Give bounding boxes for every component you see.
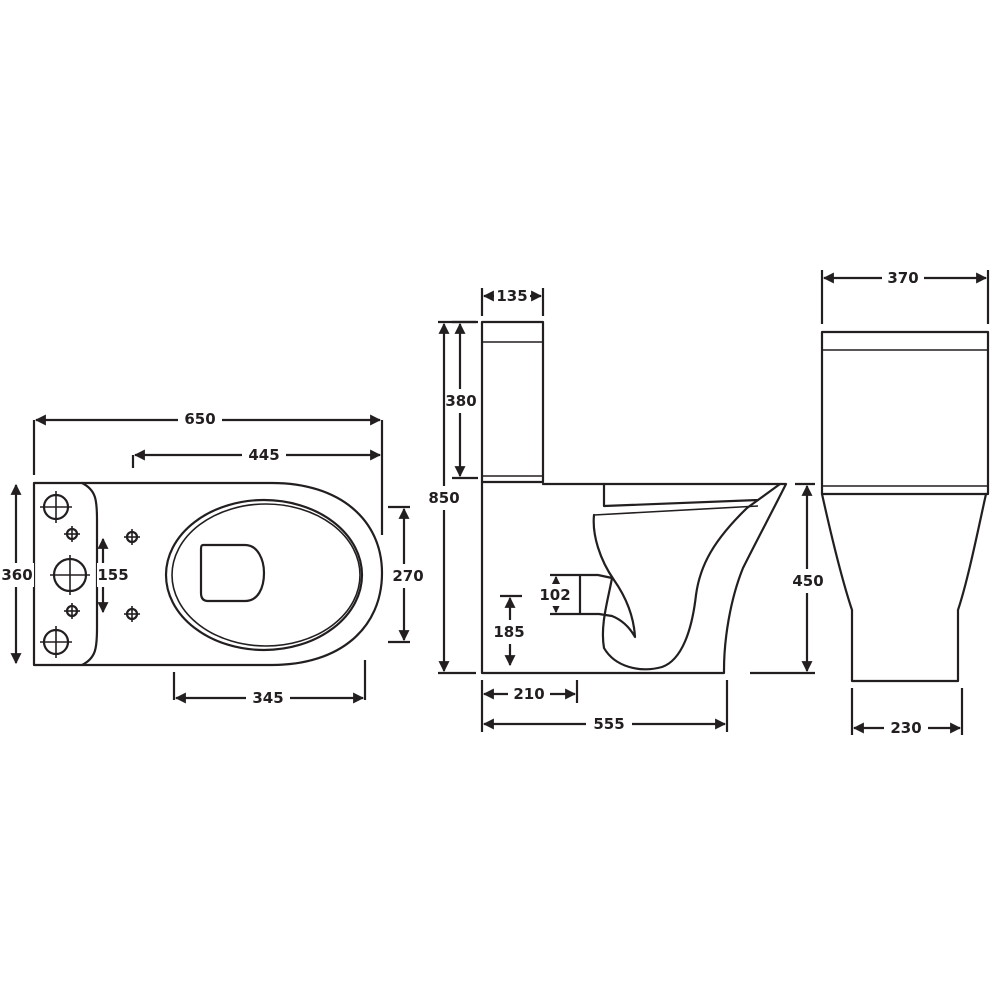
dim-outlet-to-floor: 185 [490,594,528,667]
svg-text:210: 210 [513,685,544,703]
dim-pan-length: 345 [172,660,367,710]
svg-text:155: 155 [97,566,128,584]
pan-side-outline [480,480,788,675]
dim-cistern-width: 370 [820,266,990,324]
dim-base-width: 230 [850,688,964,740]
svg-text:450: 450 [792,572,823,590]
dim-projection: 555 [480,680,729,736]
dim-cistern-height: 380 [444,320,478,480]
bowl-inner-line [593,505,759,516]
bolt-hole-lower-icon [124,606,140,622]
small-hole-upper-icon [64,526,80,542]
svg-text:345: 345 [252,689,283,707]
svg-text:360: 360 [1,566,32,584]
cistern-outline [80,481,99,667]
seat-side [602,482,782,508]
svg-text:445: 445 [248,446,279,464]
svg-text:555: 555 [593,715,624,733]
svg-text:650: 650 [184,410,215,428]
svg-text:370: 370 [887,269,918,287]
dim-width: 360 [0,483,34,665]
bowl-trap [578,498,760,671]
pan-front-outline [820,492,988,683]
bolt-hole-upper-icon [124,529,140,545]
top-view-outline [32,481,384,667]
cistern-front [820,330,990,496]
svg-text:135: 135 [496,287,527,305]
dim-outlet-height: 102 [538,573,580,616]
front-view: 370 450 230 [750,266,990,740]
small-hole-lower-icon [64,603,80,619]
dim-fixing-spacing: 155 [97,537,129,614]
fixing-hole-bottom-left-icon [40,626,72,658]
svg-text:270: 270 [392,567,423,585]
fixing-hole-center-icon [50,555,90,595]
bowl-inner-rim [171,503,361,647]
dim-outlet-setback: 210 [480,680,579,706]
cistern-side [480,320,545,484]
svg-text:185: 185 [493,623,524,641]
dim-overall-length: 650 [32,407,384,535]
side-view: 135 380 850 102 [425,284,788,736]
svg-text:230: 230 [890,719,921,737]
dim-cistern-depth: 135 [480,284,545,316]
fixing-hole-top-left-icon [40,491,72,523]
svg-text:850: 850 [428,489,459,507]
svg-text:380: 380 [445,392,476,410]
dim-seat-height: 450 [750,482,826,675]
dim-bowl-length: 445 [131,443,382,468]
svg-text:102: 102 [539,586,570,604]
top-view: 650 445 360 155 270 [0,407,428,710]
bowl-outer-rim [164,498,364,652]
dim-overall-height: 850 [425,320,476,675]
dim-seat-width: 270 [388,505,428,644]
bowl-waterhole [199,543,266,603]
